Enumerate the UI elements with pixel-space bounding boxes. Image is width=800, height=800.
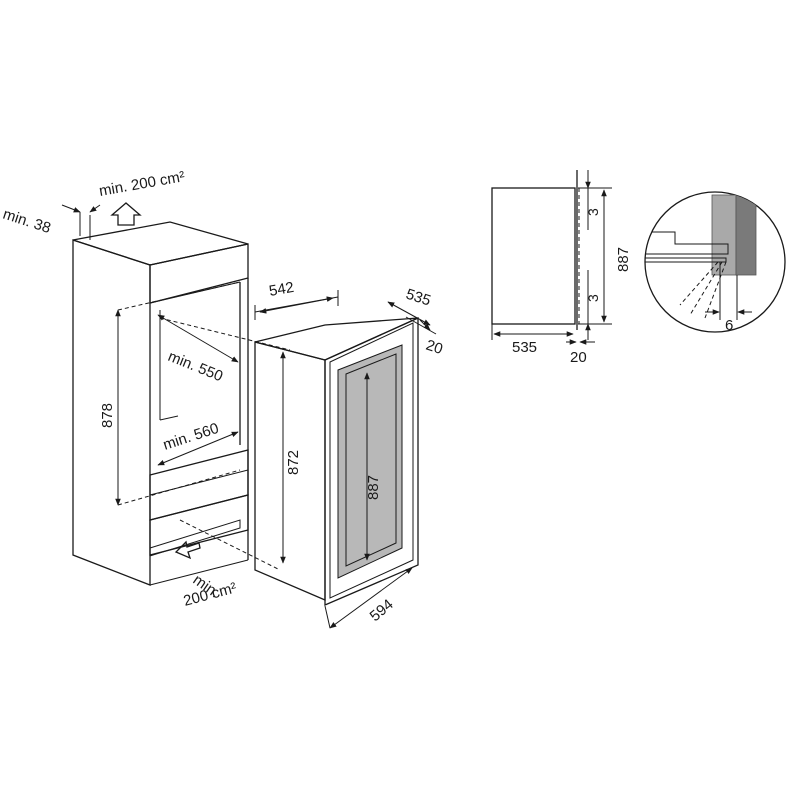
cabinet-dimensions — [61, 204, 291, 571]
label-side-887: 887 — [615, 247, 632, 272]
side-view — [491, 170, 612, 345]
label-878: 878 — [99, 403, 116, 428]
label-20-top: 20 — [424, 337, 445, 358]
label-min-560: min. 560 — [161, 420, 221, 454]
door-glass — [337, 344, 403, 579]
label-min-550: min. 550 — [166, 348, 226, 385]
cabinet-niche — [72, 212, 249, 586]
label-min-200-top: min. 200 cm² — [98, 168, 186, 200]
label-side-20: 20 — [570, 349, 587, 366]
label-872: 872 — [285, 450, 302, 475]
label-535-top: 535 — [404, 286, 433, 310]
hinge-detail — [644, 191, 786, 333]
label-542: 542 — [268, 279, 296, 300]
label-side-3-bottom: 3 — [585, 294, 601, 302]
appliance-body — [254, 316, 419, 606]
label-side-3-top: 3 — [585, 208, 601, 216]
label-594: 594 — [367, 596, 397, 625]
airflow-arrow-bottom — [174, 540, 201, 560]
label-887-door: 887 — [365, 475, 382, 500]
label-detail-6: 6 — [725, 317, 733, 334]
label-min-38: min. 38 — [1, 206, 53, 237]
airflow-arrow-top — [110, 202, 142, 226]
label-side-535: 535 — [512, 339, 537, 356]
appliance-dimensions — [254, 290, 437, 629]
